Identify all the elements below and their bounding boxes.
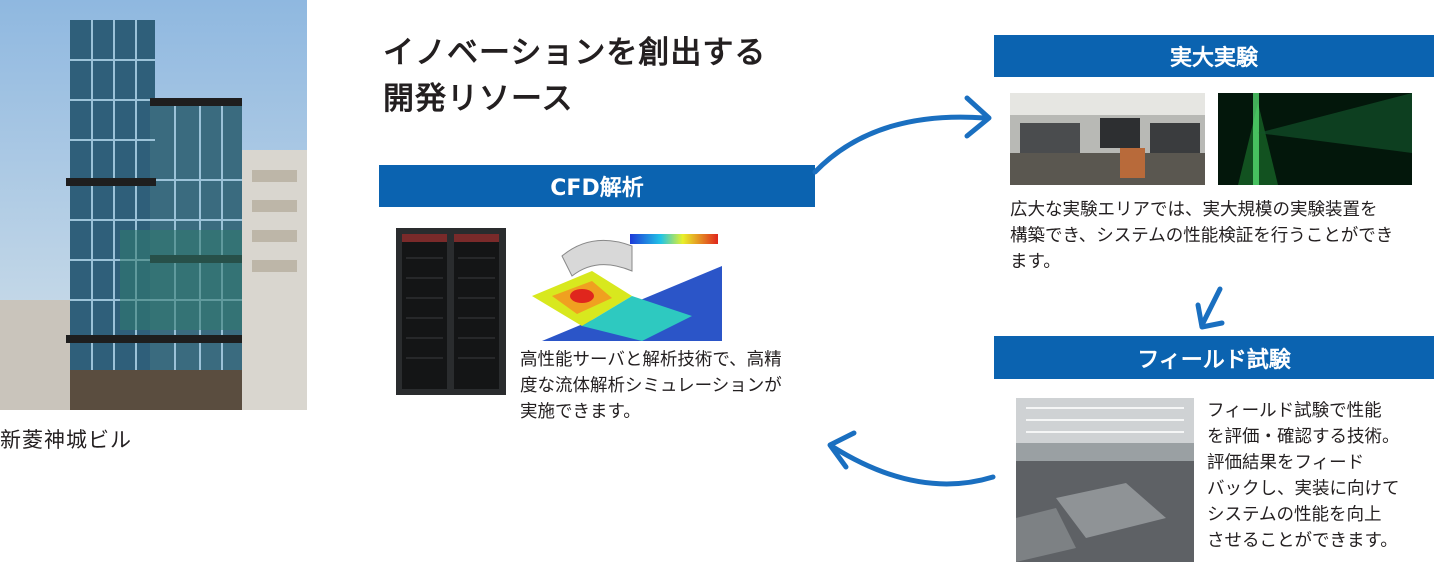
title-line-2: 開発リソース (383, 81, 574, 117)
curved-arrow-left-icon (827, 430, 996, 487)
full-scale-line-2: 構築でき、システムの性能検証を行うことができ (1010, 226, 1394, 246)
building-caption: 新菱神城ビル (0, 428, 132, 452)
field-line-3: 評価結果をフィード (1207, 453, 1365, 473)
field-line-4: バックし、実装に向けて (1207, 479, 1400, 499)
field-test-description: フィールド試験で性能 を評価・確認する技術。 評価結果をフィード バックし、実装… (1207, 398, 1429, 554)
field-line-6: させることができます。 (1207, 531, 1398, 551)
field-test-section-title: フィールド試験 (994, 336, 1434, 379)
server-rack-photo (396, 228, 506, 395)
cfd-line-3: 実施できます。 (520, 402, 641, 422)
cfd-description: 高性能サーバと解析技術で、高精 度な流体解析シミュレーションが 実施できます。 (520, 347, 810, 425)
field-test-photo (1016, 398, 1194, 562)
full-scale-line-1: 広大な実験エリアでは、実大規模の実験装置を (1010, 200, 1378, 220)
cfd-line-2: 度な流体解析シミュレーションが (520, 376, 782, 396)
field-line-1: フィールド試験で性能 (1207, 401, 1382, 421)
building-photo (0, 0, 307, 410)
cfd-line-1: 高性能サーバと解析技術で、高精 (520, 350, 782, 370)
cfd-section-title: CFD解析 (379, 165, 815, 207)
full-scale-description: 広大な実験エリアでは、実大規模の実験装置を 構築でき、システムの性能検証を行うこ… (1010, 197, 1430, 275)
field-line-2: を評価・確認する技術。 (1207, 427, 1400, 447)
full-scale-line-3: ます。 (1010, 252, 1061, 272)
curved-arrow-right-icon (812, 95, 992, 175)
lab-photo (1010, 93, 1205, 185)
title-line-1: イノベーションを創出する (383, 35, 767, 71)
field-line-5: システムの性能を向上 (1207, 505, 1382, 525)
cfd-simulation-image (522, 226, 722, 341)
green-laser-photo (1218, 93, 1412, 185)
page-title: イノベーションを創出する 開発リソース (383, 30, 766, 122)
full-scale-section-title: 実大実験 (994, 35, 1434, 77)
arrow-down-left-icon (1195, 286, 1225, 330)
